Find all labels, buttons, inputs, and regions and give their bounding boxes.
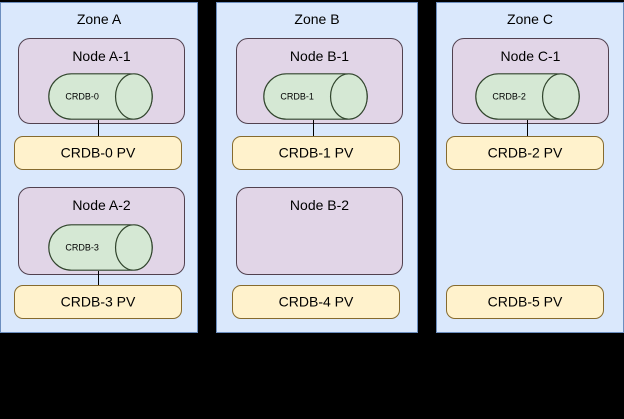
connector-line [98,271,99,285]
node-title: Node B-1 [289,48,350,64]
persistent-volume-label: CRDB-2 PV [487,144,563,161]
persistent-volume-pv-crdb-5[interactable]: CRDB-5 PV [446,285,604,319]
database-label: CRDB-2 [492,91,526,101]
node-title: Node B-2 [289,197,350,213]
persistent-volume-label: CRDB-4 PV [278,293,354,310]
persistent-volume-label: CRDB-0 PV [60,144,136,161]
persistent-volume-label: CRDB-5 PV [487,293,563,310]
persistent-volume-pv-crdb-0[interactable]: CRDB-0 PV [14,136,182,170]
node-title: Node C-1 [500,48,561,64]
zone-title: Zone A [76,11,122,27]
persistent-volume-label: CRDB-1 PV [278,144,354,161]
database-cylinder: CRDB-2 [475,73,580,120]
persistent-volume-pv-crdb-1[interactable]: CRDB-1 PV [232,136,400,170]
zone-title: Zone B [294,11,340,27]
persistent-volume-pv-crdb-4[interactable]: CRDB-4 PV [232,285,400,319]
zone-title: Zone C [507,11,553,27]
node-title: Node A-1 [72,48,131,64]
persistent-volume-pv-crdb-2[interactable]: CRDB-2 PV [446,136,604,170]
database-cylinder: CRDB-3 [48,224,153,271]
connector-line [313,120,314,136]
connector-line [98,120,99,136]
persistent-volume-label: CRDB-3 PV [60,293,136,310]
database-cylinder: CRDB-1 [263,73,368,120]
node-title: Node A-2 [72,197,131,213]
database-label: CRDB-1 [280,91,314,101]
connector-line [527,120,528,136]
database-cylinder: CRDB-0 [48,73,153,120]
persistent-volume-pv-crdb-3[interactable]: CRDB-3 PV [14,285,182,319]
node-box-node-b-2[interactable]: Node B-2 [236,187,403,275]
database-label: CRDB-0 [65,91,99,101]
database-label: CRDB-3 [65,242,99,252]
